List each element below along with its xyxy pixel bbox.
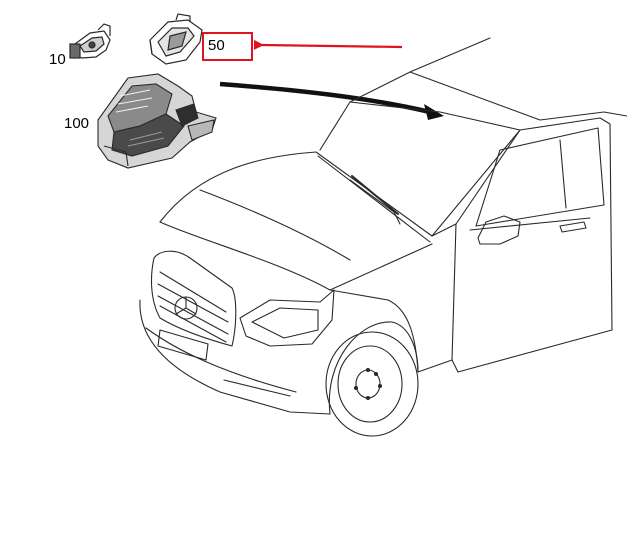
- callout-label-10: 10: [49, 51, 66, 68]
- callout-label-100: 100: [64, 115, 90, 132]
- car-outline-icon: [139, 37, 627, 437]
- sensor-bracket-icon: [69, 23, 111, 59]
- highlight-arrow-icon: [253, 39, 403, 50]
- camera-housing-icon: [149, 13, 203, 65]
- leader-arrow-icon: [219, 81, 444, 120]
- camera-module-icon: [97, 73, 217, 169]
- callout-highlight-box: [202, 32, 253, 61]
- callout-label-50: 50: [208, 37, 225, 54]
